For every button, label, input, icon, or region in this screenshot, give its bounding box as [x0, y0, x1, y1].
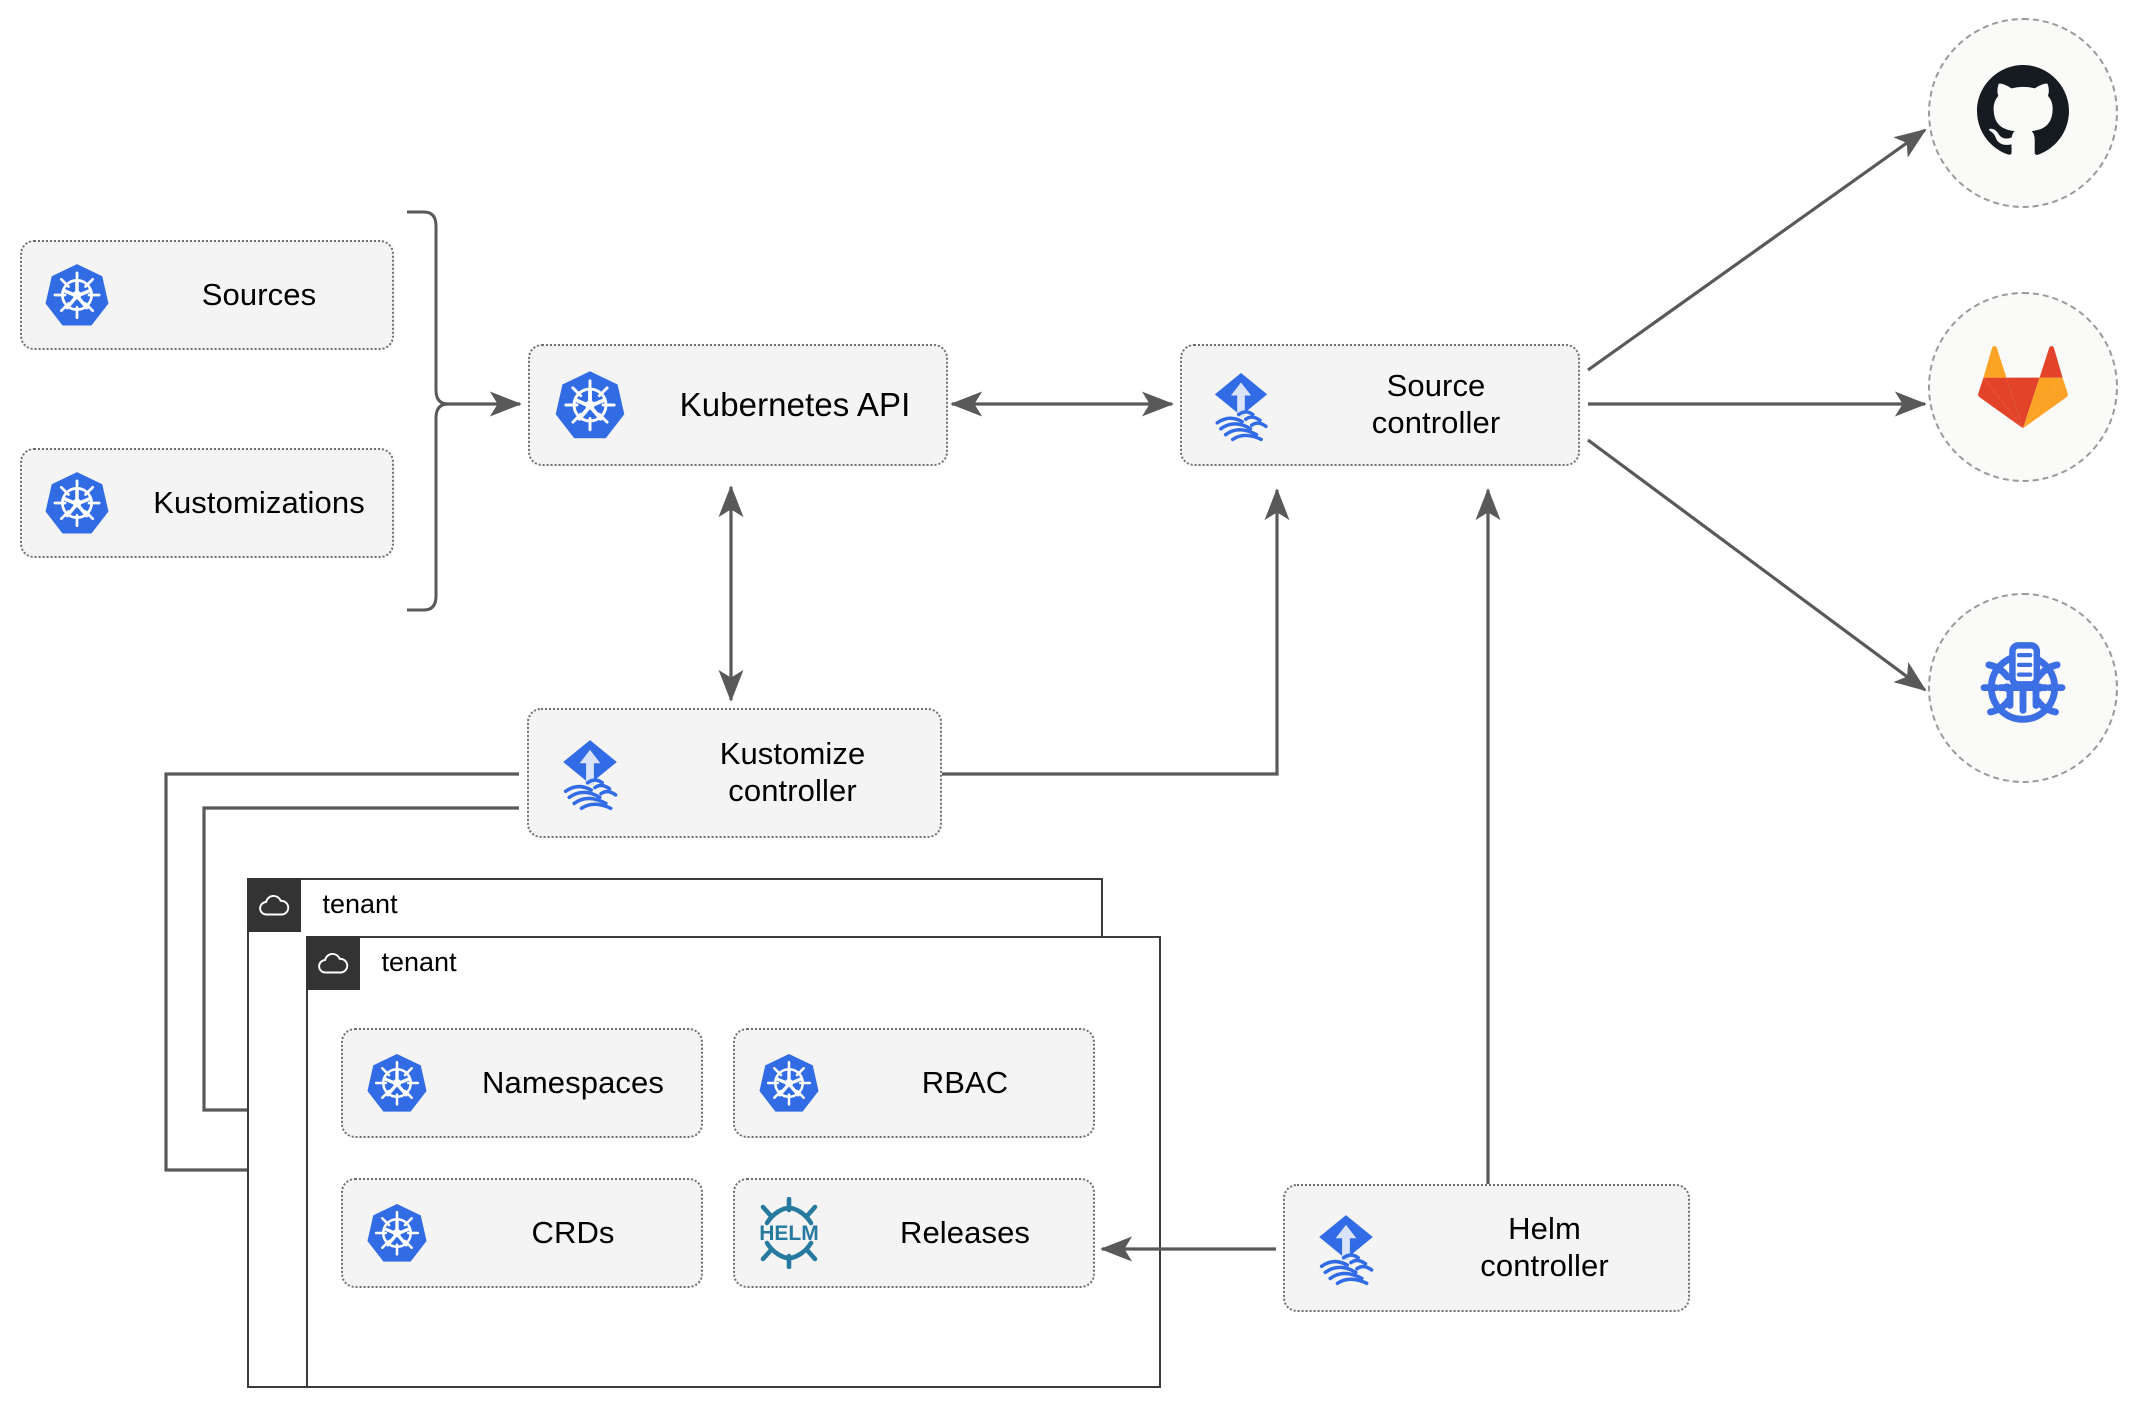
cloud-icon	[246, 877, 301, 932]
node-rbac[interactable]: RBAC	[733, 1028, 1095, 1138]
github-icon	[1975, 63, 2071, 164]
node-kustomizations[interactable]: Kustomizations	[20, 448, 394, 558]
node-namespaces-label: Namespaces	[482, 1064, 664, 1100]
gitlab-icon	[1977, 339, 2069, 436]
helm-registry-icon	[1971, 634, 2075, 743]
tenant-back-label: tenant	[322, 889, 398, 919]
kubernetes-icon	[343, 1178, 451, 1288]
node-sources-label: Sources	[201, 276, 317, 312]
node-helm-controller-label: Helm controller	[1480, 1211, 1609, 1283]
tenant-front-header: tenant	[305, 935, 457, 990]
tenant-front-container[interactable]: tenant	[305, 935, 1161, 1388]
node-crds[interactable]: CRDs	[341, 1178, 703, 1288]
kubernetes-icon	[735, 1028, 843, 1138]
node-releases[interactable]: HELM Releases	[733, 1178, 1095, 1288]
node-source-controller-label: Source controller	[1371, 368, 1501, 440]
node-kustomize-controller-label: Kustomize controller	[719, 736, 866, 808]
node-kubernetes-api-label: Kubernetes API	[679, 385, 911, 423]
helm-icon: HELM	[735, 1178, 843, 1288]
provider-gitlab[interactable]	[1928, 292, 2118, 482]
svg-text:HELM: HELM	[759, 1222, 819, 1245]
node-sources[interactable]: Sources	[20, 240, 394, 350]
flux-icon	[1285, 1184, 1407, 1312]
kubernetes-icon	[343, 1028, 451, 1138]
cloud-icon	[305, 935, 360, 990]
edge-sources-bracket	[407, 210, 449, 612]
edge-source-to-registry	[1587, 438, 1927, 692]
kubernetes-icon	[530, 344, 650, 466]
tenant-back-header: tenant	[246, 877, 398, 932]
kubernetes-icon	[22, 448, 132, 558]
node-crds-label: CRDs	[531, 1214, 615, 1250]
node-rbac-label: RBAC	[921, 1064, 1009, 1100]
node-kustomize-controller[interactable]: Kustomize controller	[527, 708, 942, 838]
node-source-controller[interactable]: Source controller	[1180, 344, 1580, 466]
node-kubernetes-api[interactable]: Kubernetes API	[528, 344, 948, 466]
edge-source-to-github	[1587, 128, 1927, 372]
node-releases-label: Releases	[899, 1214, 1031, 1250]
node-namespaces[interactable]: Namespaces	[341, 1028, 703, 1138]
edge-kustomize-to-source	[942, 488, 1290, 776]
provider-helm-registry[interactable]	[1928, 593, 2118, 783]
kubernetes-icon	[22, 240, 132, 350]
flux-icon	[1182, 344, 1300, 466]
node-helm-controller[interactable]: Helm controller	[1283, 1184, 1690, 1312]
flux-icon	[529, 708, 651, 838]
provider-github[interactable]	[1928, 18, 2118, 208]
tenant-front-label: tenant	[381, 947, 457, 977]
node-kustomizations-label: Kustomizations	[153, 484, 365, 520]
